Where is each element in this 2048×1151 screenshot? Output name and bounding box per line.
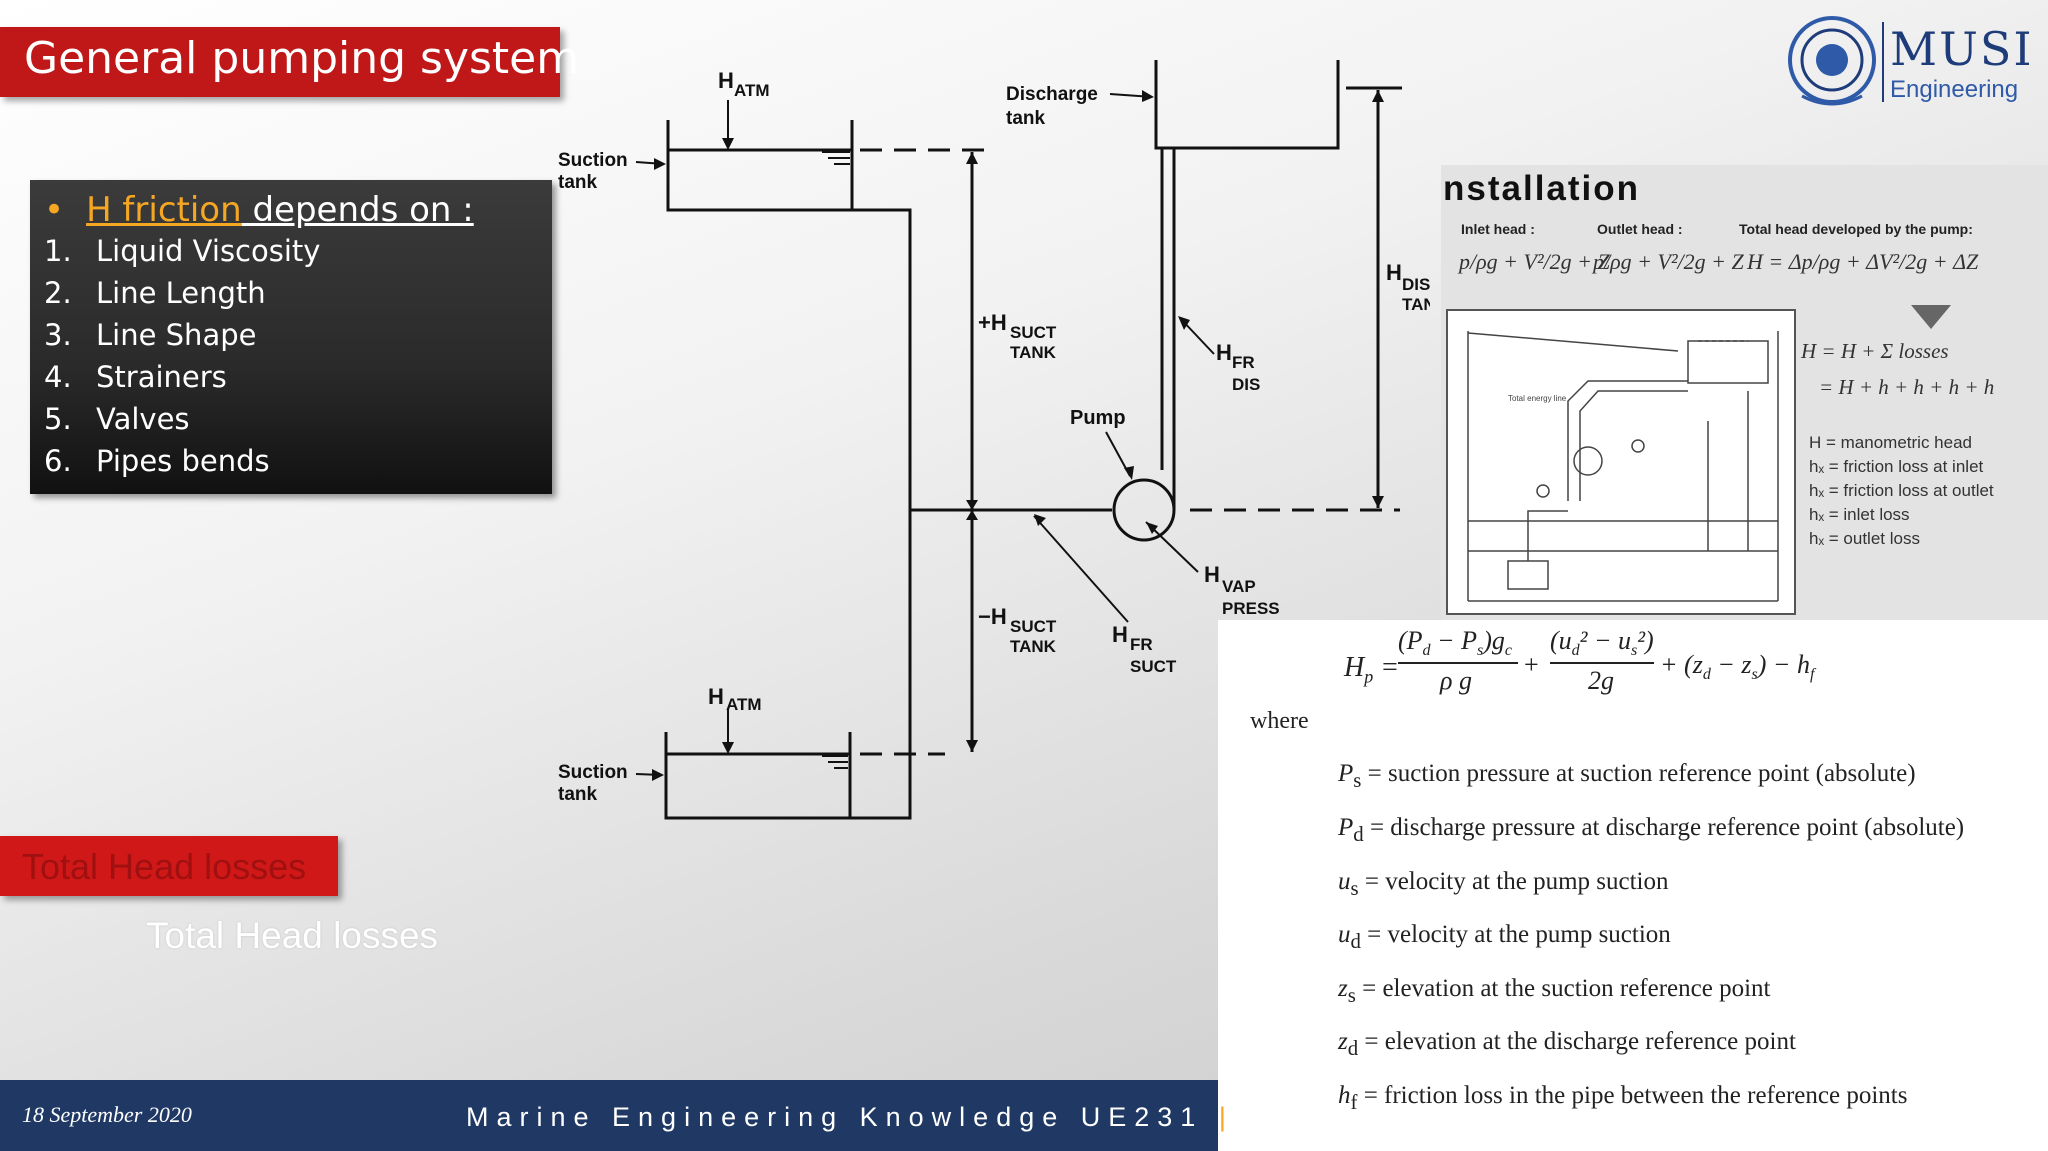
hp-formula-term2-den: 2g	[1588, 666, 1614, 695]
inlet-head-label: Inlet head :	[1461, 221, 1535, 237]
footer-course: Marine Engineering Knowledge UE231 | YAS	[466, 1102, 1310, 1132]
h-fr-dis-sub: FR	[1232, 353, 1255, 372]
h-vap-label: H	[1204, 562, 1220, 587]
installation-figure: Total energy line	[1446, 309, 1796, 615]
losses-expansion-formula: = H + h + h + h + h	[1819, 375, 1995, 399]
h-atm-upper-label: H	[718, 68, 734, 93]
friction-heading-rest: depends on :	[241, 190, 474, 230]
total-head-banner-text: Total Head losses	[22, 846, 307, 887]
list-item: 6.Pipes bends	[44, 444, 270, 478]
legend-item: hₓ = outlet loss	[1809, 529, 1920, 548]
discharge-tank	[1154, 60, 1340, 150]
university-logo: MUSI Engineering	[1782, 12, 2032, 112]
hp-formula: Hp =	[1344, 652, 1400, 687]
pumping-system-diagram: H ATM H ATM Suction tank Suction tank Di…	[558, 60, 1430, 820]
installation-schematic: Total energy line	[1467, 331, 1779, 602]
hp-formula-term2-num: (ud² − us²)	[1550, 626, 1654, 660]
installation-title: nstallation	[1443, 169, 1641, 208]
total-head-subtitle: Total Head losses	[146, 915, 439, 956]
logo-name: MUSI	[1890, 22, 2034, 76]
h-fr-dis-label: H	[1216, 340, 1232, 365]
list-item: 5.Valves	[44, 402, 190, 436]
upper-suction-tank	[666, 120, 854, 212]
crest-icon	[1788, 16, 1876, 106]
sum-losses-formula: H = H + Σ losses	[1801, 339, 1949, 363]
h-suct-neg-sub-2: TANK	[1010, 637, 1057, 656]
discharge-tank-label-2: tank	[1006, 108, 1046, 129]
list-item: 4.Strainers	[44, 360, 227, 394]
energy-line-label: Total energy line	[1508, 394, 1567, 403]
hp-formula-term1-num: (Pd − Ps)gc	[1398, 626, 1512, 660]
h-fr-suct-sub: FR	[1130, 635, 1153, 654]
definition-row: zd = elevation at the discharge referenc…	[1338, 1028, 1796, 1060]
installation-panel: nstallation Inlet head : Outlet head : T…	[1441, 165, 2048, 620]
h-fr-suct-label: H	[1112, 622, 1128, 647]
legend-item: hₓ = friction loss at outlet	[1809, 481, 1994, 500]
outlet-head-formula: p/ρg + V²/2g + Z	[1593, 249, 1744, 274]
bullet-icon: •	[44, 190, 65, 230]
definition-row: hf = friction loss in the pipe between t…	[1338, 1082, 1908, 1114]
slide-title: General pumping system	[24, 33, 580, 84]
footer-bar: 18 September 2020 Marine Engineering Kno…	[0, 1080, 1304, 1151]
list-item: 1.Liquid Viscosity	[44, 234, 321, 268]
list-item: 2.Line Length	[44, 276, 266, 310]
h-dis-sub-2: TAN	[1402, 295, 1430, 314]
h-suct-pos-sub: SUCT	[1010, 323, 1057, 342]
suction-tank-lower-label-2: tank	[558, 784, 598, 805]
plus-sign: +	[1524, 650, 1539, 679]
arrow-down-icon	[1911, 305, 1951, 329]
outlet-head-label: Outlet head :	[1597, 221, 1683, 237]
friction-heading: • H friction depends on :	[44, 190, 474, 230]
discharge-tank-label: Discharge	[1006, 84, 1098, 105]
logo-subtitle: Engineering	[1890, 76, 2019, 103]
hp-formula-term1-den: ρ g	[1440, 666, 1472, 695]
definition-row: zs = elevation at the suction reference …	[1338, 975, 1771, 1007]
hp-formula-tail: + (zd − zs) − hf	[1660, 650, 1815, 684]
h-vap-sub: VAP	[1222, 577, 1256, 596]
list-item: 3.Line Shape	[44, 318, 257, 352]
h-suct-pos-label: +H	[978, 310, 1007, 335]
definition-row: ud = velocity at the pump suction	[1338, 921, 1671, 953]
h-dis-label: H	[1386, 260, 1402, 285]
friction-factors-box: • H friction depends on : 1.Liquid Viscos…	[30, 180, 552, 494]
where-label: where	[1250, 708, 1309, 734]
h-vap-sub-2: PRESS	[1222, 599, 1280, 618]
title-banner: General pumping system	[0, 27, 579, 97]
suction-tank-lower-label: Suction	[558, 762, 628, 783]
h-atm-upper-sub: ATM	[734, 81, 770, 100]
pump-symbol	[1112, 478, 1176, 542]
total-head-label: Total head developed by the pump:	[1739, 221, 1973, 237]
definition-row: Pd = discharge pressure at discharge ref…	[1338, 814, 1965, 846]
legend-item: hₓ = inlet loss	[1809, 505, 1910, 524]
inlet-head-formula: p/ρg + V²/2g + Z	[1459, 249, 1610, 274]
suction-tank-upper-label-2: tank	[558, 172, 598, 193]
h-fr-dis-sub-2: DIS	[1232, 375, 1260, 394]
h-suct-neg-label: −H	[978, 604, 1007, 629]
h-atm-lower-sub: ATM	[726, 695, 762, 714]
total-head-banner: Total Head losses	[0, 836, 338, 896]
legend-item: H = manometric head	[1809, 433, 1972, 452]
footer-date: 18 September 2020	[22, 1102, 192, 1127]
friction-highlight: H friction	[86, 190, 242, 230]
h-suct-neg-sub: SUCT	[1010, 617, 1057, 636]
total-head-formula: H = Δp/ρg + ΔV²/2g + ΔZ	[1747, 249, 1979, 274]
legend-item: hₓ = friction loss at inlet	[1809, 457, 1984, 476]
suction-tank-upper-label: Suction	[558, 150, 628, 171]
pump-head-formula-panel: Hp = (Pd − Ps)gc ρ g + (ud² − us²) 2g + …	[1218, 620, 2048, 1151]
definition-row: us = velocity at the pump suction	[1338, 868, 1669, 900]
h-suct-pos-sub-2: TANK	[1010, 343, 1057, 362]
pump-label: Pump	[1070, 407, 1126, 429]
h-atm-lower-label: H	[708, 684, 724, 709]
h-fr-suct-sub-2: SUCT	[1130, 657, 1177, 676]
lower-suction-tank	[664, 732, 852, 820]
h-dis-sub: DIS	[1402, 275, 1430, 294]
definition-row: Ps = suction pressure at suction referen…	[1338, 760, 1916, 792]
